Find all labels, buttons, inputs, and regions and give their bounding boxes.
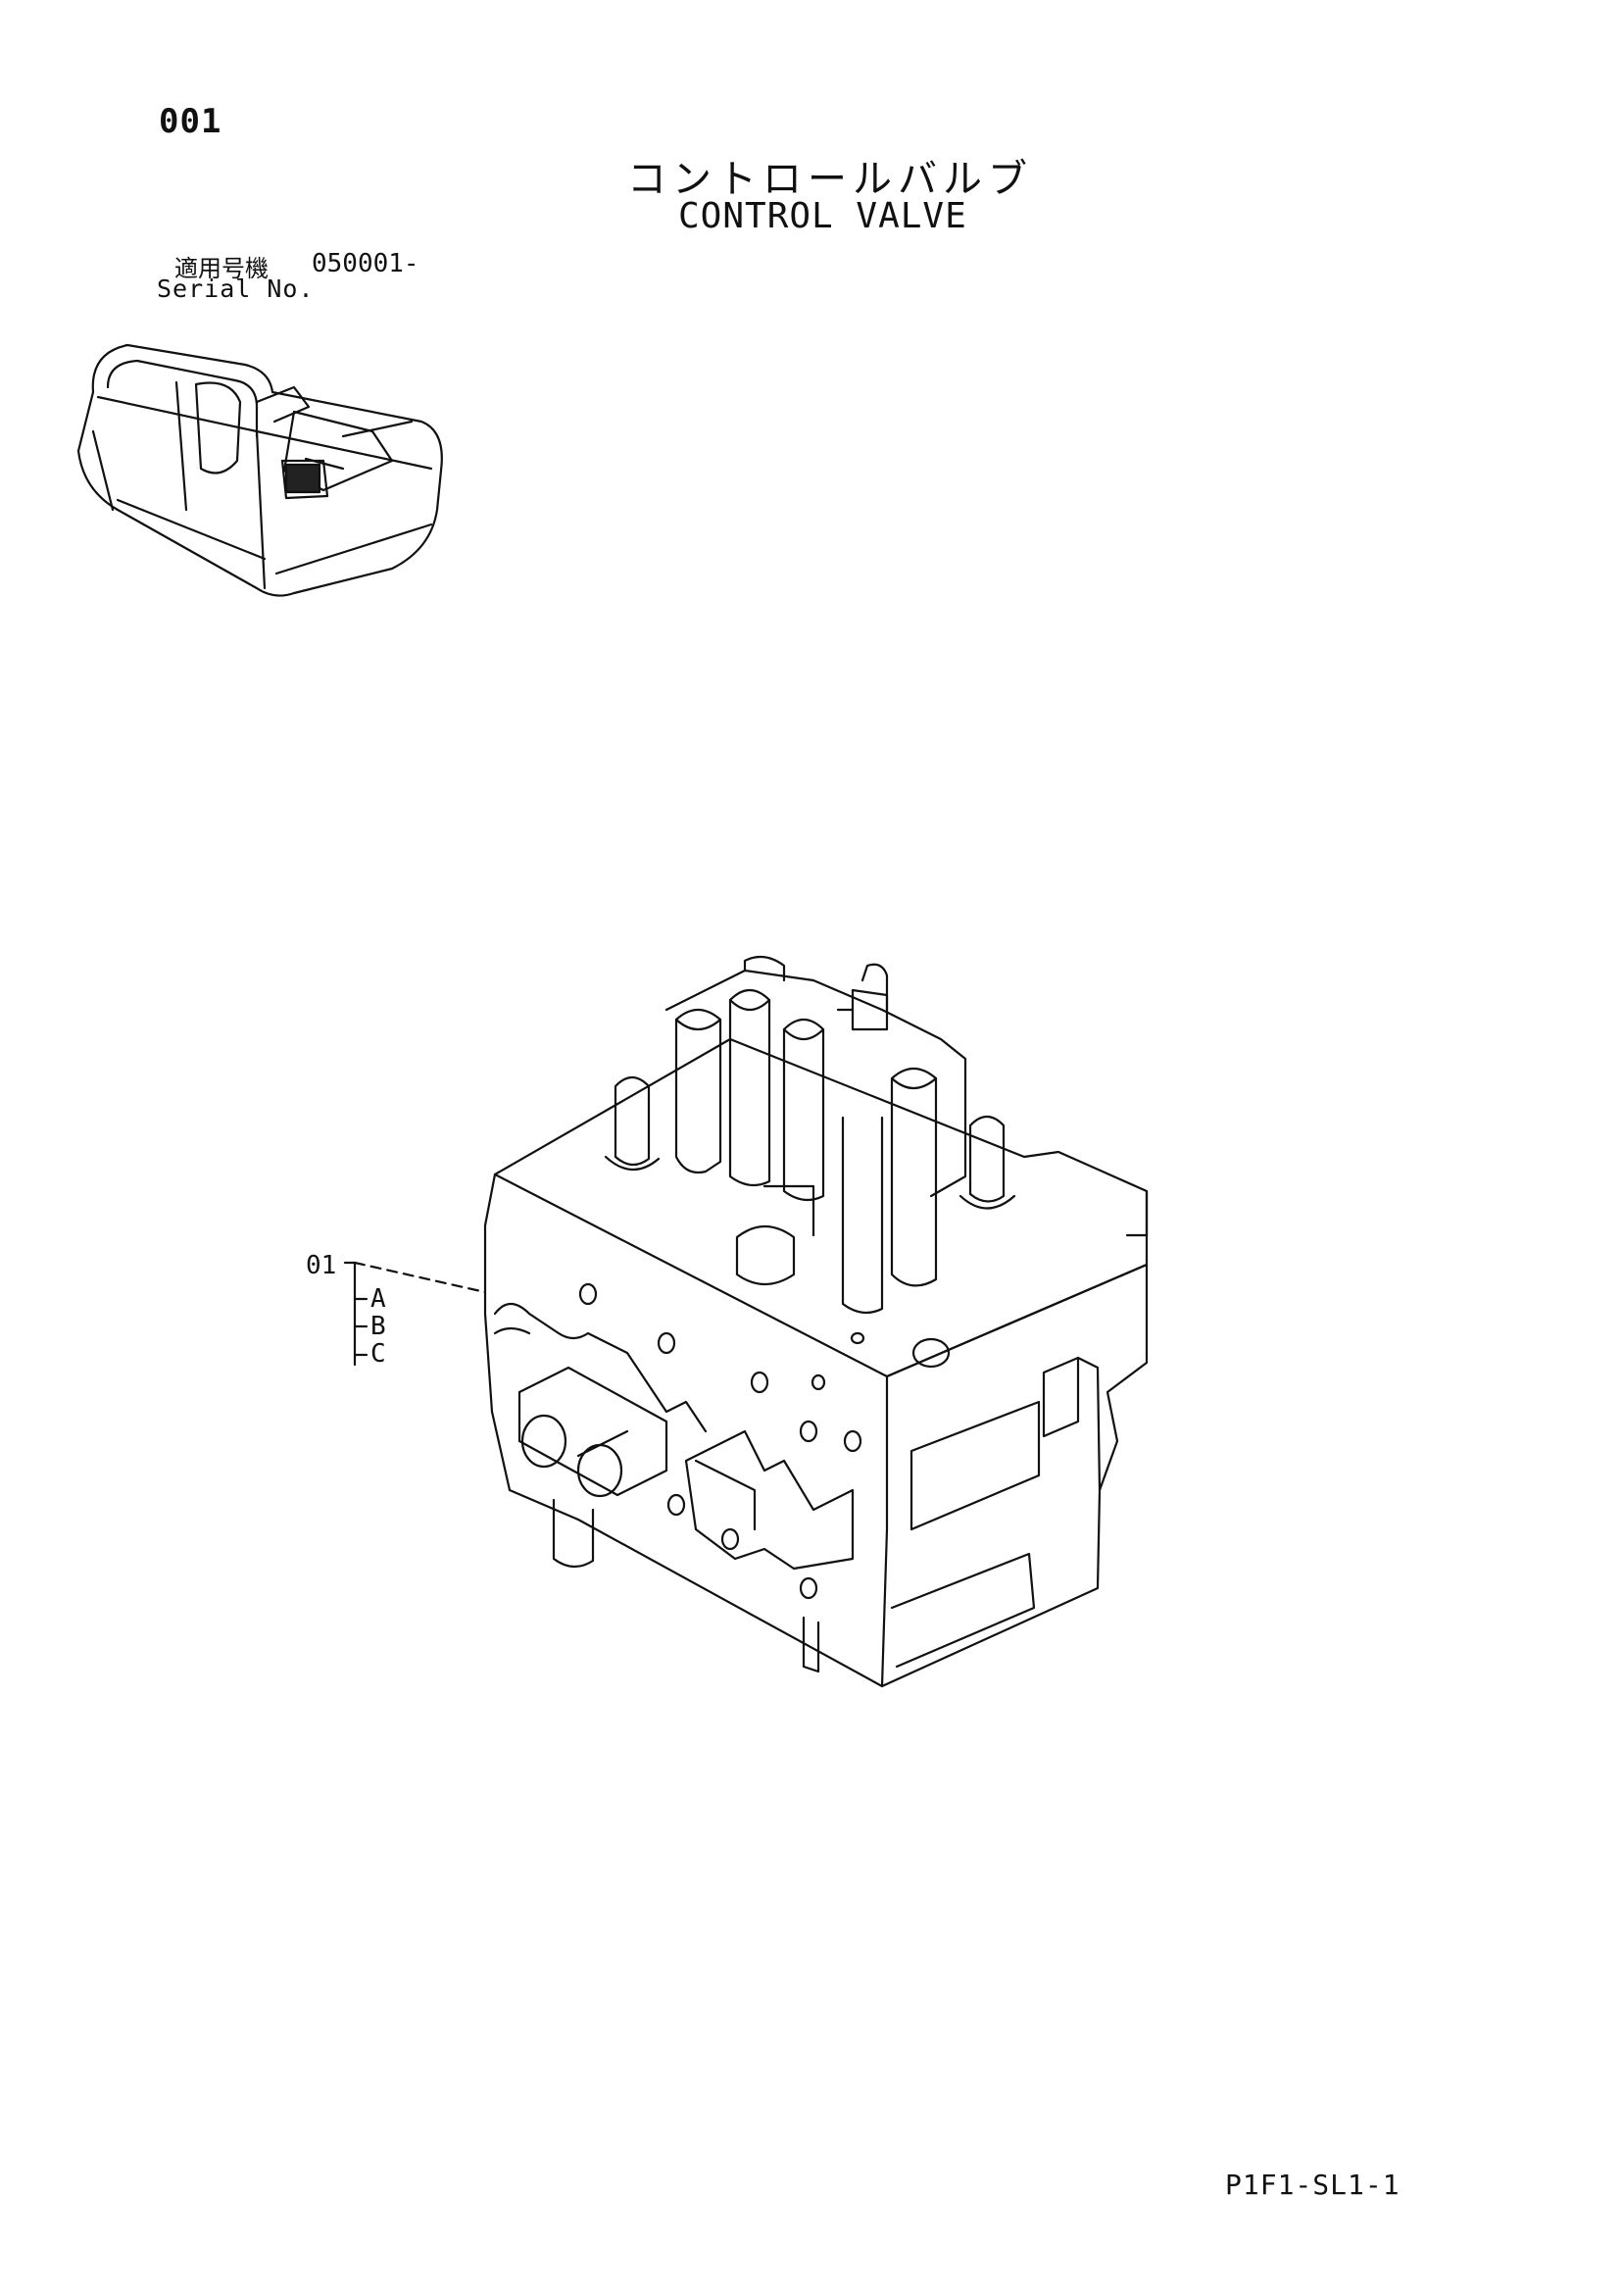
callout-part-number: 01 <box>306 1251 337 1280</box>
serial-number-range: 050001- <box>312 249 419 278</box>
document-code: P1F1-SL1-1 <box>1225 2169 1401 2201</box>
page-title-en: CONTROL VALVE <box>678 196 967 236</box>
serial-label-en: Serial No. <box>157 275 315 303</box>
callout-variant-b: B <box>370 1312 386 1341</box>
callout-variant-c: C <box>370 1339 386 1369</box>
serial-label-jp: 適用号機 <box>174 255 269 282</box>
page-title-jp: コントロールバルブ <box>627 157 1033 202</box>
callout-variant-a: A <box>370 1284 386 1314</box>
page-number: 001 <box>159 102 222 141</box>
